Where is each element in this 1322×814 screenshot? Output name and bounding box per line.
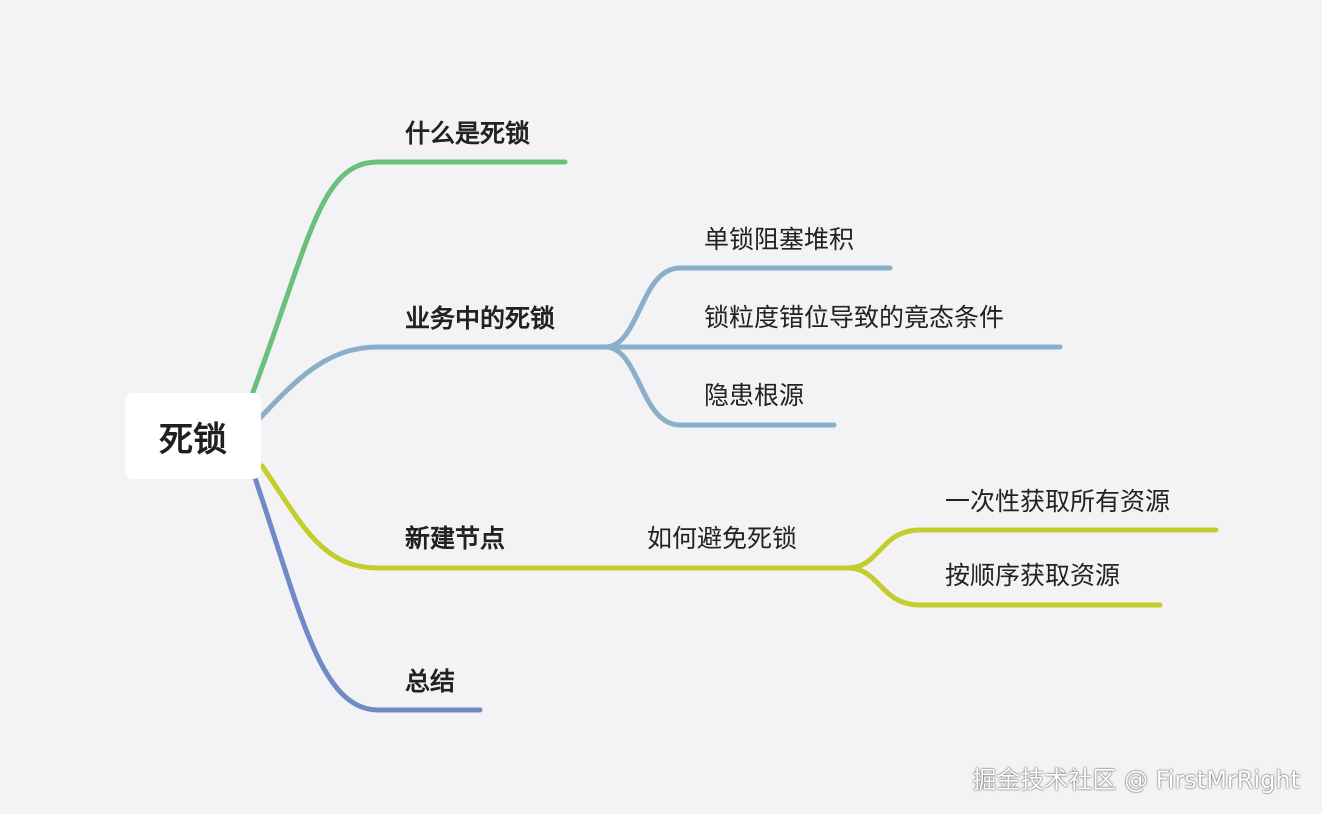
node-business-deadlock[interactable]: 业务中的死锁 [405,304,556,333]
link-child-acquire-all [845,527,1219,571]
node-what-is-deadlock[interactable]: 什么是死锁 [405,119,531,148]
node-root-cause[interactable]: 隐患根源 [704,381,805,410]
link-branch-what-is-deadlock [250,159,568,395]
watermark: 掘金技术社区 @ FirstMrRight [972,766,1300,794]
node-ordered-acquire[interactable]: 按顺序获取资源 [945,561,1121,590]
link-child-root-cause [602,344,837,428]
link-branch-summary [252,475,483,713]
link-branch-business-deadlock [257,344,608,421]
node-lock-granularity[interactable]: 锁粒度错位导致的竟态条件 [704,303,1005,332]
link-branch-new-node [259,463,851,571]
root-node-label: 死锁 [159,419,227,460]
link-child-ordered-acquire [845,565,1163,608]
link-child-single-lock-blocking [602,265,893,350]
root-node[interactable]: 死锁 [125,393,261,479]
node-summary[interactable]: 总结 [405,667,456,696]
node-acquire-all-resources[interactable]: 一次性获取所有资源 [945,487,1171,516]
node-new-node[interactable]: 新建节点 [405,524,506,553]
node-single-lock-blocking[interactable]: 单锁阻塞堆积 [704,225,855,254]
node-how-to-avoid-deadlock[interactable]: 如何避免死锁 [647,524,798,553]
